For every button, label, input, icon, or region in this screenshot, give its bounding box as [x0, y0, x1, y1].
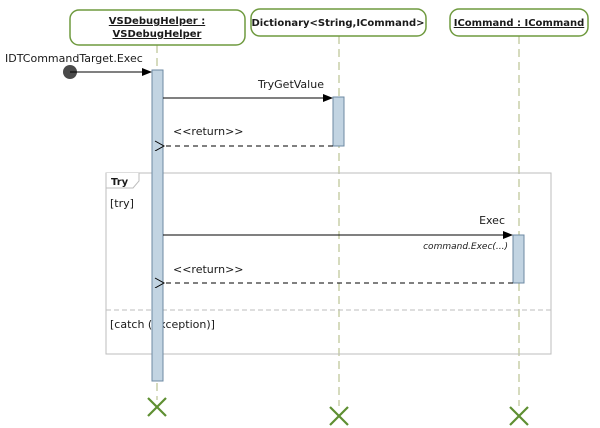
found-message: IDTCommandTarget.Exec: [5, 52, 152, 79]
message-return-1: <<return>>: [164, 125, 333, 146]
activation-vsdebughelper: [151, 69, 164, 382]
activation-dictionary: [332, 96, 345, 147]
message-note: command.Exec(...): [423, 242, 508, 252]
message-label: <<return>>: [173, 263, 244, 276]
found-message-label: IDTCommandTarget.Exec: [5, 52, 143, 65]
message-label: TryGetValue: [257, 78, 324, 91]
destroy-marker-icommand: [509, 406, 529, 426]
message-exec: Exec command.Exec(...): [163, 214, 513, 252]
destroy-marker-vsdebughelper: [147, 397, 167, 417]
lifeline-type: VSDebugHelper: [113, 29, 202, 40]
guard-try: [try]: [110, 197, 134, 210]
lifeline-head-dictionary[interactable]: Dictionary<String,ICommand>: [250, 8, 427, 37]
message-trygetvalue: TryGetValue: [163, 78, 333, 102]
destroy-marker-dictionary: [329, 406, 349, 426]
lifeline-name: VSDebugHelper :: [109, 16, 205, 27]
fragment-title-tab: [105, 173, 140, 189]
message-return-2: <<return>>: [164, 263, 513, 283]
fragment-frame: [105, 172, 552, 355]
lifeline-head-vsdebughelper[interactable]: VSDebugHelper : VSDebugHelper: [69, 9, 246, 46]
lifeline-name: ICommand : ICommand: [454, 18, 585, 29]
message-label: Exec: [479, 214, 505, 227]
activation-icommand: [512, 234, 525, 284]
lifeline-head-icommand[interactable]: ICommand : ICommand: [449, 8, 589, 37]
message-label: <<return>>: [173, 125, 244, 138]
fragment-title: Try: [111, 177, 129, 188]
lifeline-name: Dictionary<String,ICommand>: [251, 18, 424, 29]
